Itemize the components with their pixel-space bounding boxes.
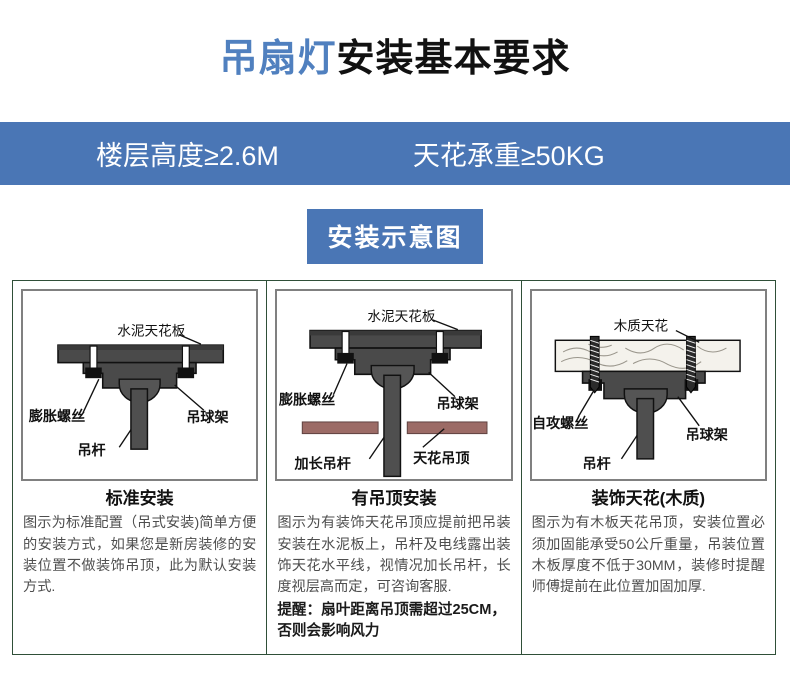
panel-title-standard: 标准安装: [105, 489, 174, 508]
panel-body-standard: 图示为标准配置（吊式安装)简单方便的安装方式，如果您是新房装修的安装位置不做装饰…: [23, 515, 257, 596]
diagram-suspended-ceiling-installation: 水泥天花板 膨胀螺丝 吊球架 加长吊杆 天花吊顶: [275, 289, 513, 481]
page-title-accent: 吊扇灯: [219, 38, 337, 80]
page-title: 吊扇灯安装基本要求: [0, 0, 790, 82]
suspended-ceiling-svg: 水泥天花板 膨胀螺丝 吊球架 加长吊杆 天花吊顶: [279, 309, 488, 478]
section-badge: 安装示意图: [307, 209, 483, 264]
panel-suspended-ceiling-installation: 水泥天花板 膨胀螺丝 吊球架 加长吊杆 天花吊顶 有吊顶安装 图示为有装饰天花吊…: [266, 281, 520, 654]
panel-body-wooden: 图示为有木板天花吊顶，安装位置必须加固能承受50公斤重量，吊装位置木板厚度不低于…: [531, 515, 765, 596]
label-self-tapping-screw: 自攻螺丝: [532, 415, 588, 431]
label-cement-ceiling: 水泥天花板: [368, 309, 436, 324]
panel-note-suspended: 提醒：扇叶距离吊顶需超过25CM，否则会影响风力: [277, 601, 506, 640]
panel-title-wooden: 装饰天花(木质): [591, 489, 705, 508]
wooden-ceiling-svg: 木质天花 自攻螺丝 吊球架 吊杆: [532, 319, 741, 472]
label-extended-downrod: 加长吊杆: [294, 456, 351, 472]
label-cement-ceiling: 水泥天花板: [117, 323, 185, 338]
panel-title-suspended: 有吊顶安装: [351, 489, 437, 508]
panel-body-suspended: 图示为有装饰天花吊顶应提前把吊装安装在水泥板上，吊杆及电线露出装饰天花水平线，视…: [277, 515, 511, 596]
self-tapping-screw-right: [684, 335, 698, 394]
diagram-standard-installation: 水泥天花板 膨胀螺丝 吊球架 吊杆: [21, 289, 259, 481]
panel-standard-installation: 水泥天花板 膨胀螺丝 吊球架 吊杆 标准安装 图示为标准配置（吊式安装)简单方便…: [13, 281, 266, 654]
label-wooden-ceiling: 木质天花: [613, 319, 668, 334]
installation-panels: 水泥天花板 膨胀螺丝 吊球架 吊杆 标准安装 图示为标准配置（吊式安装)简单方便…: [12, 280, 776, 655]
section-badge-wrap: 安装示意图: [0, 209, 790, 264]
label-downrod: 吊杆: [77, 442, 105, 458]
label-false-ceiling: 天花吊顶: [413, 450, 469, 466]
requirement-floor-height: 楼层高度≥2.6M: [96, 141, 279, 171]
label-expansion-screw: 膨胀螺丝: [29, 408, 85, 424]
diagram-wooden-decorative-ceiling: 木质天花 自攻螺丝 吊球架 吊杆: [529, 289, 767, 481]
label-ball-hanger: 吊球架: [685, 426, 727, 442]
standard-installation-svg: 水泥天花板 膨胀螺丝 吊球架 吊杆: [29, 323, 229, 458]
label-downrod: 吊杆: [582, 456, 610, 472]
panel-wooden-decorative-ceiling: 木质天花 自攻螺丝 吊球架 吊杆 装饰天花(木质) 图示为有木板天花吊顶，安装位…: [520, 281, 775, 654]
requirement-ceiling-load: 天花承重≥50KG: [412, 141, 605, 171]
page-title-rest: 安装基本要求: [336, 38, 571, 80]
label-ball-hanger: 吊球架: [437, 395, 479, 411]
label-ball-hanger: 吊球架: [186, 409, 228, 425]
requirement-banner: 楼层高度≥2.6M 天花承重≥50KG: [0, 122, 790, 185]
self-tapping-screw-left: [588, 335, 602, 394]
label-expansion-screw: 膨胀螺丝: [279, 391, 335, 407]
